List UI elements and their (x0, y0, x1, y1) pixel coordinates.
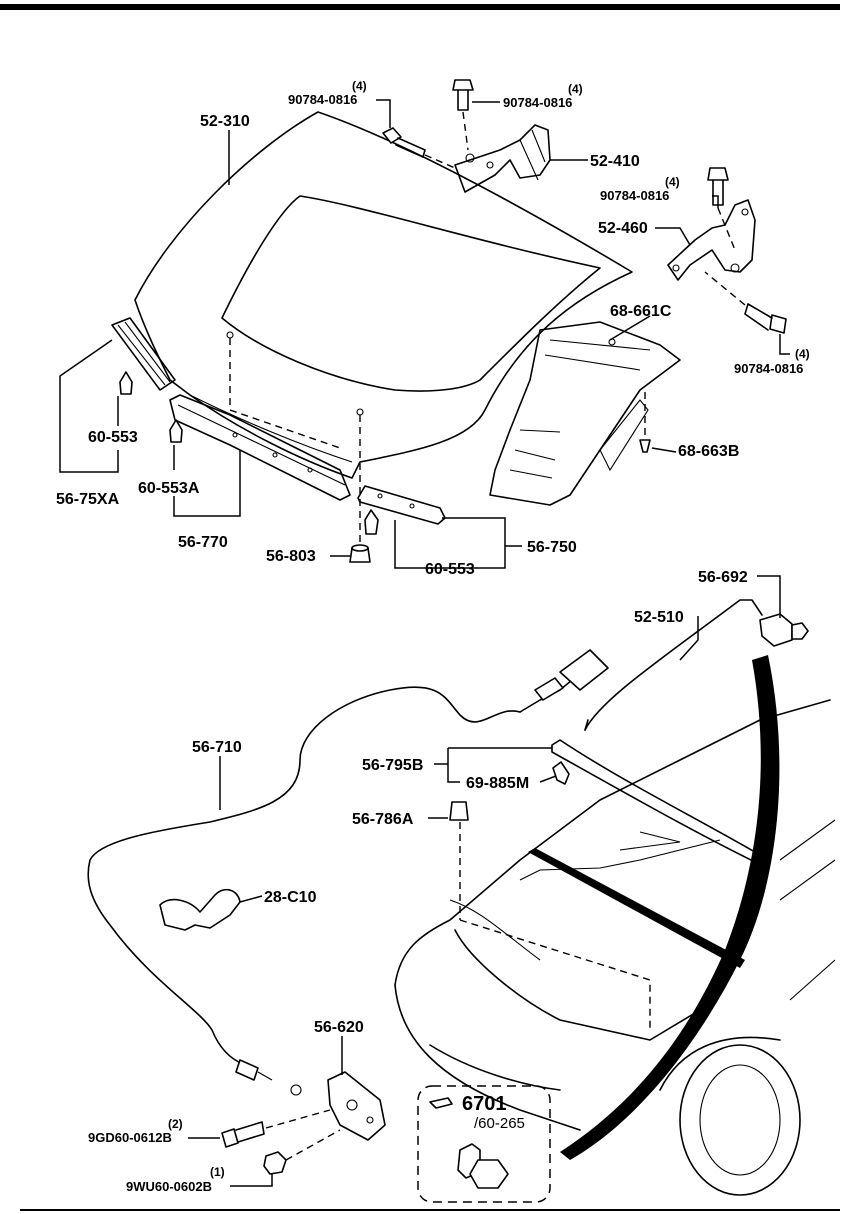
engine-bay-rail (528, 848, 745, 968)
label-clamp-clip: 69-885M (466, 775, 529, 792)
align-line-1 (229, 338, 341, 449)
label-release-cable: 56-710 (192, 739, 242, 756)
hood-stay-rod (584, 599, 763, 731)
top-border (0, 4, 840, 10)
label-clip-c: 60-553 (425, 561, 475, 578)
cable-clamp-strip (551, 739, 761, 863)
inset-frame (417, 1085, 551, 1203)
label-cable-holder: 28-C10 (264, 889, 317, 906)
bolt-icon-4 (704, 271, 787, 334)
bolt-icon-1 (382, 127, 456, 169)
label-bolt3-pn: 90784-0816 (600, 188, 669, 203)
label-lock: 56-620 (314, 1019, 364, 1036)
bumper-stop-56-803-icon (349, 544, 371, 563)
label-seal-right: 56-750 (527, 539, 577, 556)
clamp-clip-icon (552, 761, 570, 785)
label-seal-left: 56-75XA (56, 491, 120, 508)
clip-60-553-left-icon (119, 371, 133, 395)
cable-lower-end (235, 1059, 302, 1096)
hood-lock-56-620-icon (327, 1071, 386, 1141)
cable-end-knob (534, 649, 609, 701)
label-bolt2-qty: (4) (568, 82, 583, 96)
label-clip-b: 60-553A (138, 480, 200, 497)
cushion-56-786a-icon (449, 801, 469, 920)
lock-nut-icon (263, 1129, 341, 1175)
label-inset-ref: 6701 (462, 1093, 507, 1115)
part-labels: 52-310 (4) 90784-0816 (4) 90784-0816 52-… (56, 79, 810, 1194)
lock-bolt-icon (221, 1109, 331, 1148)
inset-clip-icon (457, 1143, 509, 1189)
label-bumper-stop: 56-803 (266, 548, 316, 565)
label-cushion: 56-786A (352, 811, 414, 828)
label-bolt4-qty: (4) (795, 347, 810, 361)
label-bolt1-pn: 90784-0816 (288, 92, 357, 107)
bonnet-panel (134, 111, 633, 479)
label-lock-bolt-pn: 9GD60-0612B (88, 1130, 172, 1145)
label-bolt4-pn: 90784-0816 (734, 361, 803, 376)
label-stay: 52-510 (634, 609, 684, 626)
hinge-right-52-460 (667, 199, 756, 281)
weatherstrip (560, 655, 780, 1160)
label-lock-bolt-qty: (2) (168, 1117, 183, 1131)
car-front-outline (394, 699, 836, 1196)
label-insulator: 68-661C (610, 303, 672, 320)
label-clip-insulator: 68-663B (678, 443, 739, 460)
label-lock-nut-qty: (1) (210, 1165, 225, 1179)
finger-pointer-icon (429, 1097, 453, 1109)
seal-left-56-75xa (111, 317, 176, 391)
stay-holder-56-692-icon (759, 613, 809, 647)
release-cable (87, 686, 521, 1066)
label-bolt2-pn: 90784-0816 (503, 95, 572, 110)
hinge-left-52-410 (454, 124, 551, 193)
clip-60-553a-icon (169, 419, 183, 443)
seal-center-56-770 (169, 394, 351, 501)
leader-lines (59, 99, 790, 1187)
bolt-icon-3 (707, 167, 736, 251)
hood-insulator (489, 321, 681, 506)
label-hinge-right: 52-460 (598, 220, 648, 237)
label-stay-holder: 56-692 (698, 569, 748, 586)
label-clip-a: 60-553 (88, 429, 138, 446)
cable-holder-28-c10-icon (159, 888, 241, 931)
label-hinge-left: 52-410 (590, 153, 640, 170)
label-bolt1-qty: (4) (352, 79, 367, 93)
bolt-icon-2 (452, 79, 474, 151)
label-cable-clamp: 56-795B (362, 757, 423, 774)
label-bolt3-qty: (4) (665, 175, 680, 189)
align-line-3 (459, 919, 651, 1030)
label-inset-sub: /60-265 (474, 1115, 525, 1132)
label-bonnet: 52-310 (200, 113, 250, 130)
clip-60-553-right-icon (364, 509, 379, 535)
label-lock-nut-pn: 9WU60-0602B (126, 1179, 212, 1194)
label-seal-center: 56-770 (178, 534, 228, 551)
clip-68-663b (639, 392, 651, 453)
